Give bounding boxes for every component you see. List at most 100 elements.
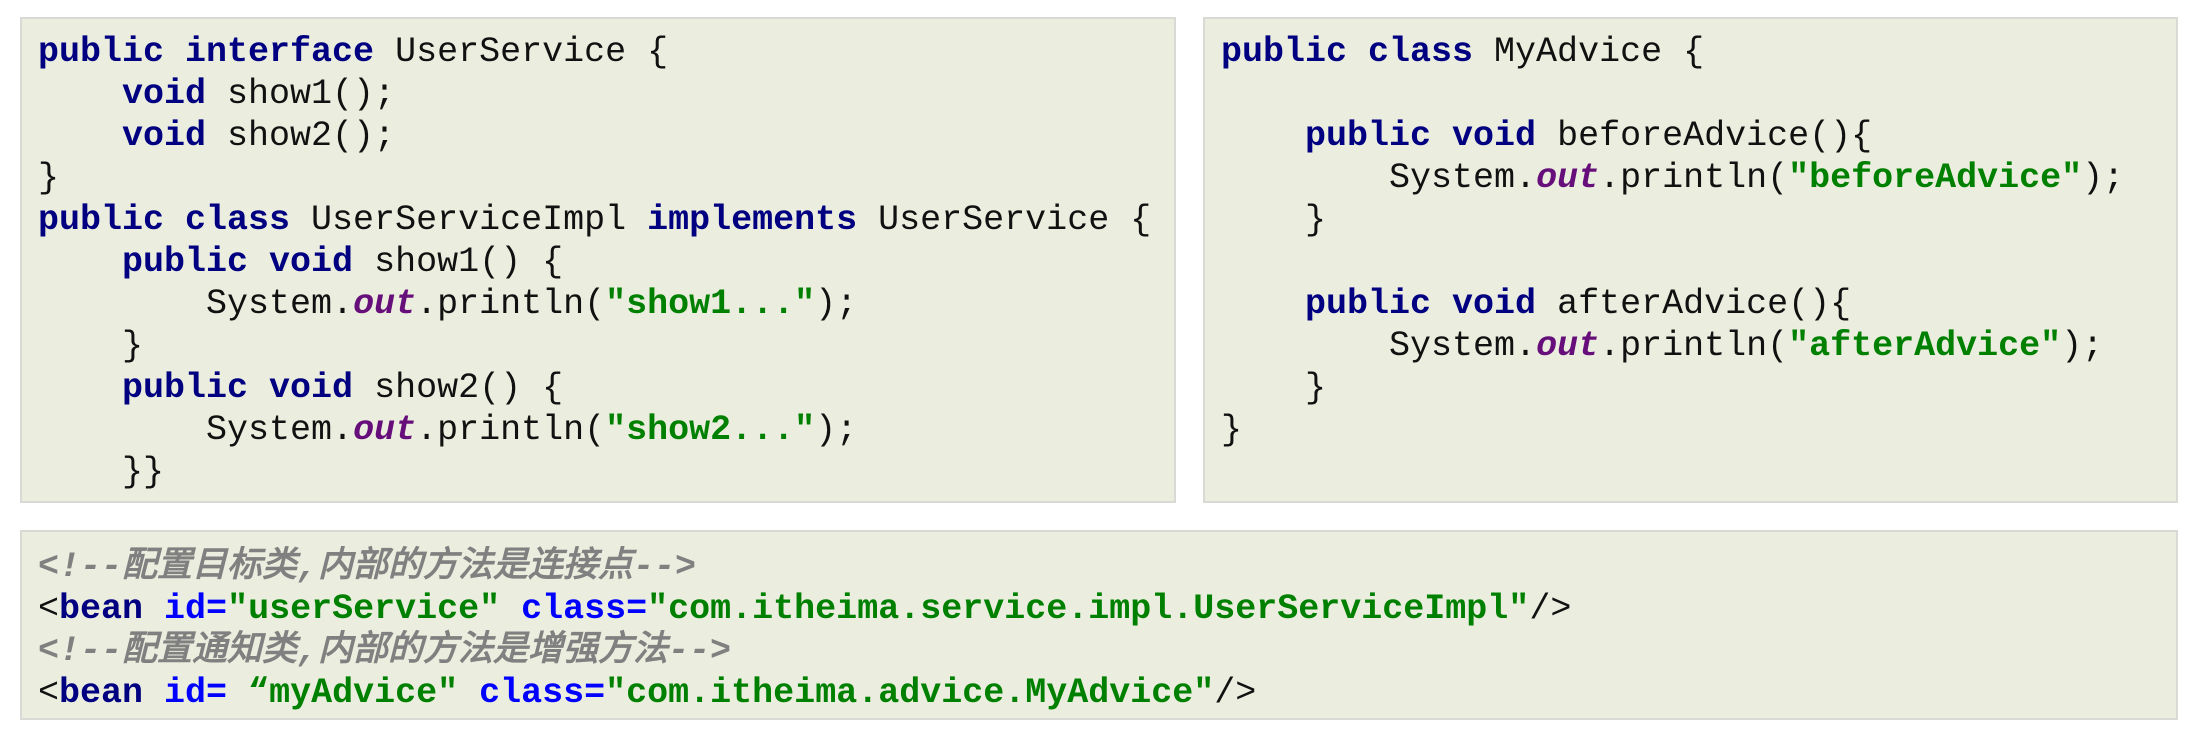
- string-literal: "com.itheima.service.impl.UserServiceImp…: [647, 589, 1530, 629]
- string-literal: "beforeAdvice": [1788, 158, 2083, 198]
- xml-comment: <!--配置目标类,内部的方法是连接点-->: [38, 547, 697, 587]
- code-text: }: [38, 326, 144, 366]
- code-text: <: [38, 673, 60, 713]
- code-text: [458, 673, 479, 713]
- keyword: public void: [122, 368, 354, 408]
- my-advice-code-panel: public class MyAdvice { public void befo…: [1203, 17, 2178, 503]
- code-line: }}: [38, 451, 1174, 493]
- code-text: );: [815, 284, 858, 324]
- code-line: [1221, 73, 2176, 115]
- code-text: <: [38, 589, 60, 629]
- code-text: [38, 74, 122, 114]
- code-line: public void show1() {: [38, 241, 1174, 283]
- static-field: out: [1536, 326, 1600, 366]
- code-text: }: [38, 158, 60, 198]
- code-line: <bean id= “myAdvice" class="com.itheima.…: [38, 672, 2176, 714]
- string-literal: "show2...": [605, 410, 816, 450]
- keyword: public void: [122, 242, 354, 282]
- code-line: }: [38, 157, 1174, 199]
- code-text: .println(: [416, 410, 606, 450]
- code-text: System.: [38, 410, 354, 450]
- code-text: [500, 589, 521, 629]
- keyword: public void: [1305, 284, 1537, 324]
- xml-attribute: id=: [164, 589, 228, 629]
- xml-tag-name: bean: [59, 589, 144, 629]
- keyword: void: [122, 74, 207, 114]
- code-text: }: [1221, 410, 1243, 450]
- code-text: />: [1529, 589, 1572, 629]
- code-text: System.: [1221, 326, 1537, 366]
- code-text: beforeAdvice(){: [1536, 116, 1873, 156]
- code-text: afterAdvice(){: [1536, 284, 1852, 324]
- code-text: show2();: [206, 116, 396, 156]
- code-line: System.out.println("beforeAdvice");: [1221, 157, 2176, 199]
- code-text: );: [2082, 158, 2125, 198]
- xml-comment: <!--配置通知类,内部的方法是增强方法-->: [38, 631, 732, 671]
- code-text: show1() {: [353, 242, 564, 282]
- code-line: void show2();: [38, 115, 1174, 157]
- code-line: }: [38, 325, 1174, 367]
- code-text: }}: [38, 452, 165, 492]
- keyword: public void: [1305, 116, 1537, 156]
- code-text: [143, 673, 164, 713]
- code-text: System.: [38, 284, 354, 324]
- code-line: public void afterAdvice(){: [1221, 283, 2176, 325]
- spring-xml-config-panel: <!--配置目标类,内部的方法是连接点--><bean id="userServ…: [20, 530, 2178, 720]
- code-line: void show1();: [38, 73, 1174, 115]
- code-text: System.: [1221, 158, 1537, 198]
- code-line: <!--配置通知类,内部的方法是增强方法-->: [38, 630, 2176, 672]
- code-text: );: [2061, 326, 2104, 366]
- code-line: }: [1221, 409, 2176, 451]
- string-literal: "userService": [227, 589, 501, 629]
- static-field: out: [353, 410, 417, 450]
- code-text: [1221, 116, 1305, 156]
- code-text: .println(: [416, 284, 606, 324]
- code-text: [38, 242, 122, 282]
- code-line: public class UserServiceImpl implements …: [38, 199, 1174, 241]
- code-text: .println(: [1599, 158, 1789, 198]
- user-service-code-panel: public interface UserService { void show…: [20, 17, 1176, 503]
- code-text: [1221, 284, 1305, 324]
- code-line: public void beforeAdvice(){: [1221, 115, 2176, 157]
- code-text: [143, 589, 164, 629]
- code-text: );: [815, 410, 858, 450]
- code-line: public void show2() {: [38, 367, 1174, 409]
- code-line: System.out.println("show1...");: [38, 283, 1174, 325]
- code-text: .println(: [1599, 326, 1789, 366]
- code-text: }: [1221, 200, 1327, 240]
- code-line: }: [1221, 367, 2176, 409]
- code-text: }: [1221, 368, 1327, 408]
- static-field: out: [353, 284, 417, 324]
- string-literal: "com.itheima.advice.MyAdvice": [605, 673, 1215, 713]
- code-line: public class MyAdvice {: [1221, 31, 2176, 73]
- string-literal: "show1...": [605, 284, 816, 324]
- keyword: public class: [38, 200, 291, 240]
- xml-attribute: class=: [521, 589, 648, 629]
- code-line: [1221, 241, 2176, 283]
- string-literal: "afterAdvice": [1788, 326, 2062, 366]
- keyword: void: [122, 116, 207, 156]
- code-line: }: [1221, 199, 2176, 241]
- keyword: public class: [1221, 32, 1474, 72]
- keyword: implements: [647, 200, 858, 240]
- code-line: System.out.println("show2...");: [38, 409, 1174, 451]
- code-text: UserService {: [374, 32, 669, 72]
- code-line: <!--配置目标类,内部的方法是连接点-->: [38, 546, 2176, 588]
- code-text: [38, 116, 122, 156]
- code-text: UserService {: [857, 200, 1152, 240]
- code-text: MyAdvice {: [1473, 32, 1705, 72]
- code-line: <bean id="userService" class="com.itheim…: [38, 588, 2176, 630]
- code-text: [38, 368, 122, 408]
- code-text: />: [1214, 673, 1257, 713]
- code-text: show1();: [206, 74, 396, 114]
- xml-tag-name: bean: [59, 673, 144, 713]
- code-text: UserServiceImpl: [290, 200, 648, 240]
- string-literal: “myAdvice": [227, 673, 459, 713]
- static-field: out: [1536, 158, 1600, 198]
- code-line: public interface UserService {: [38, 31, 1174, 73]
- keyword: public interface: [38, 32, 375, 72]
- code-line: System.out.println("afterAdvice");: [1221, 325, 2176, 367]
- xml-attribute: id=: [164, 673, 228, 713]
- xml-attribute: class=: [479, 673, 606, 713]
- code-text: show2() {: [353, 368, 564, 408]
